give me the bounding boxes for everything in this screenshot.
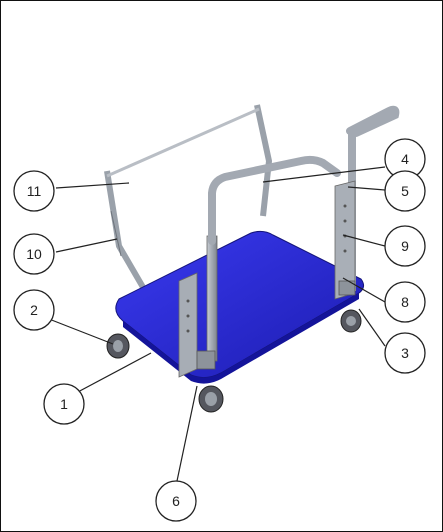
callout-3: 3 [384, 332, 426, 374]
rear-fold-handle [104, 104, 272, 303]
leader-lines [48, 166, 386, 482]
callout-label: 2 [30, 302, 38, 318]
wheel-rear-right [340, 309, 362, 333]
callout-label: 10 [26, 246, 42, 262]
callout-label: 8 [401, 294, 409, 310]
callout-label: 9 [401, 238, 409, 254]
callout-1: 1 [43, 383, 85, 425]
callout-5: 5 [384, 170, 426, 212]
caster-wheels [106, 309, 362, 413]
wheel-front-left [106, 333, 130, 359]
left-upright [178, 235, 218, 378]
callout-label: 5 [401, 183, 409, 199]
callout-8: 8 [384, 281, 426, 323]
callouts: 11 10 2 1 6 4 5 9 [13, 138, 426, 522]
callout-9: 9 [384, 225, 426, 267]
callout-10: 10 [13, 233, 55, 275]
callout-11: 11 [13, 170, 55, 212]
callout-label: 11 [27, 183, 42, 199]
callout-2: 2 [13, 289, 55, 331]
callout-label: 1 [60, 396, 68, 412]
callout-label: 6 [172, 493, 180, 509]
wheel-front-right [198, 385, 224, 413]
platform-deck [115, 230, 365, 384]
callout-6: 6 [155, 480, 197, 522]
callout-label: 4 [401, 151, 409, 167]
callout-label: 3 [401, 345, 409, 361]
right-upright [334, 180, 356, 300]
